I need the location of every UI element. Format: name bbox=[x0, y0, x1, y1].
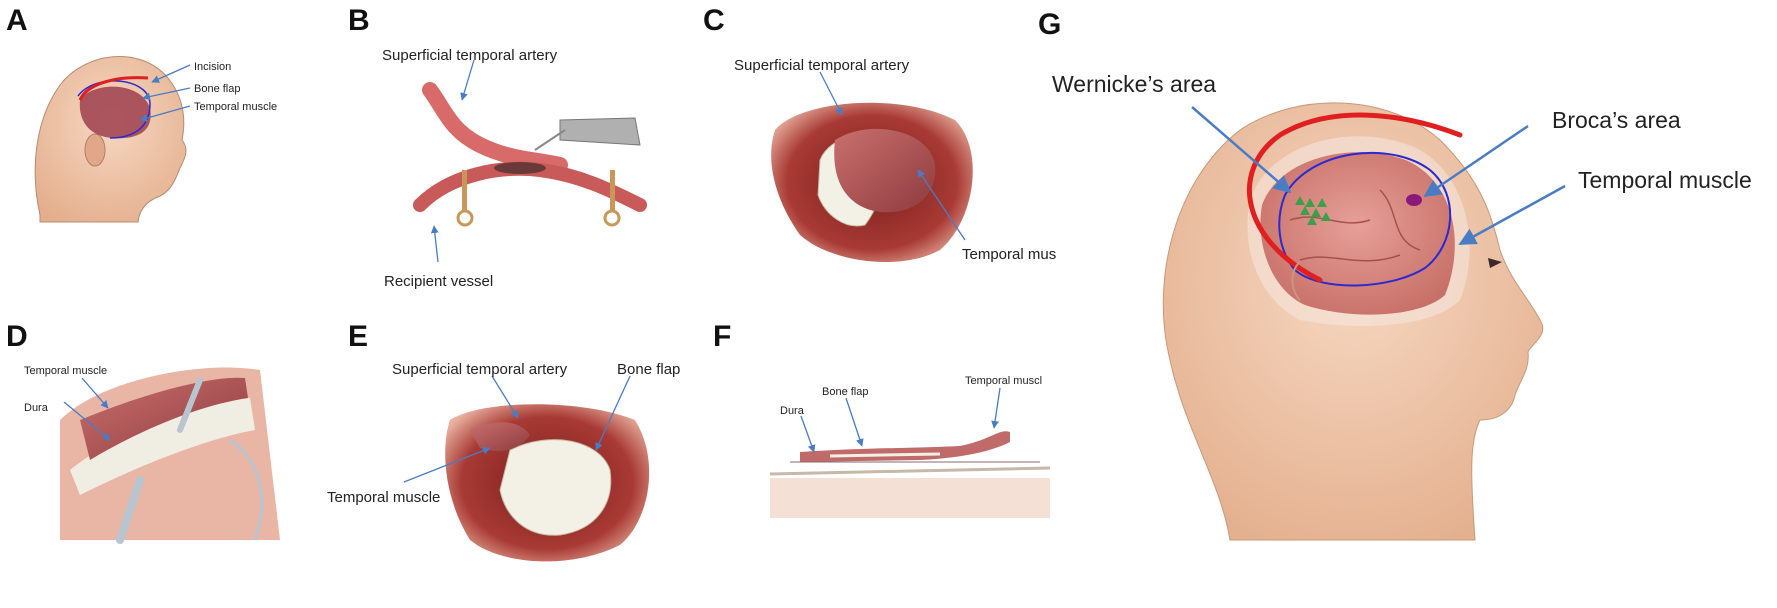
bone-flap-region bbox=[79, 86, 151, 139]
bone-flap-replacement-illustration bbox=[445, 404, 650, 562]
label-brocas-area: Broca’s area bbox=[1552, 107, 1681, 133]
label-bone-flap-f: Bone flap bbox=[822, 386, 868, 398]
panel-b: B Superficial temporal artery Recipient … bbox=[348, 4, 647, 290]
label-wernickes-area: Wernicke’s area bbox=[1052, 71, 1216, 97]
label-recipient-vessel: Recipient vessel bbox=[384, 273, 493, 290]
label-superficial-temporal-artery-c: Superficial temporal artery bbox=[734, 57, 910, 74]
head-illustration-a bbox=[34, 56, 187, 223]
panel-a: A Incision Bone flap Temporal muscle bbox=[6, 4, 277, 223]
panel-letter-b: B bbox=[348, 4, 370, 37]
panel-e: E Superficial temporal artery Bone flap … bbox=[327, 320, 680, 562]
broca-area-marker bbox=[1406, 194, 1422, 206]
brain bbox=[1260, 152, 1455, 315]
label-temporal-muscle-e: Temporal muscle bbox=[327, 489, 440, 506]
label-bone-flap: Bone flap bbox=[194, 83, 240, 95]
panel-letter-e: E bbox=[348, 320, 368, 353]
panel-letter-f: F bbox=[713, 320, 731, 353]
incision-line bbox=[78, 76, 149, 101]
panel-letter-a: A bbox=[6, 4, 28, 37]
label-dura-f: Dura bbox=[780, 405, 805, 417]
panel-letter-g: G bbox=[1038, 8, 1061, 41]
label-temporal-muscle-c: Temporal mus bbox=[962, 246, 1056, 263]
label-temporal-muscle-f: Temporal muscl bbox=[965, 375, 1042, 387]
panel-letter-d: D bbox=[6, 320, 28, 353]
label-superficial-temporal-artery-b: Superficial temporal artery bbox=[382, 47, 558, 64]
panel-g: G bbox=[1038, 8, 1752, 541]
panel-c: C Superficial temporal artery Temporal m… bbox=[703, 4, 1056, 263]
label-dura-d: Dura bbox=[24, 402, 49, 414]
dura-incision-illustration bbox=[60, 367, 280, 544]
label-superficial-temporal-artery-e: Superficial temporal artery bbox=[392, 361, 568, 378]
label-bone-flap-e: Bone flap bbox=[617, 361, 680, 378]
vessel-anastomosis-illustration bbox=[413, 82, 647, 227]
panel-d: D Temporal muscle Dura bbox=[6, 320, 280, 544]
incision-line-g bbox=[1246, 112, 1463, 283]
label-temporal-muscle-g: Temporal muscle bbox=[1578, 167, 1752, 193]
panel-letter-c: C bbox=[703, 4, 725, 37]
label-incision: Incision bbox=[194, 61, 231, 73]
panel-f: F Dura Bone flap Temporal muscl bbox=[713, 320, 1051, 518]
wound-illustration-c bbox=[771, 102, 973, 263]
label-temporal-muscle: Temporal muscle bbox=[194, 101, 277, 113]
head-profile-illustration bbox=[1162, 102, 1544, 541]
wernicke-area-markers bbox=[1295, 196, 1331, 225]
cross-section-illustration bbox=[769, 431, 1051, 518]
label-temporal-muscle-d: Temporal muscle bbox=[24, 365, 107, 377]
